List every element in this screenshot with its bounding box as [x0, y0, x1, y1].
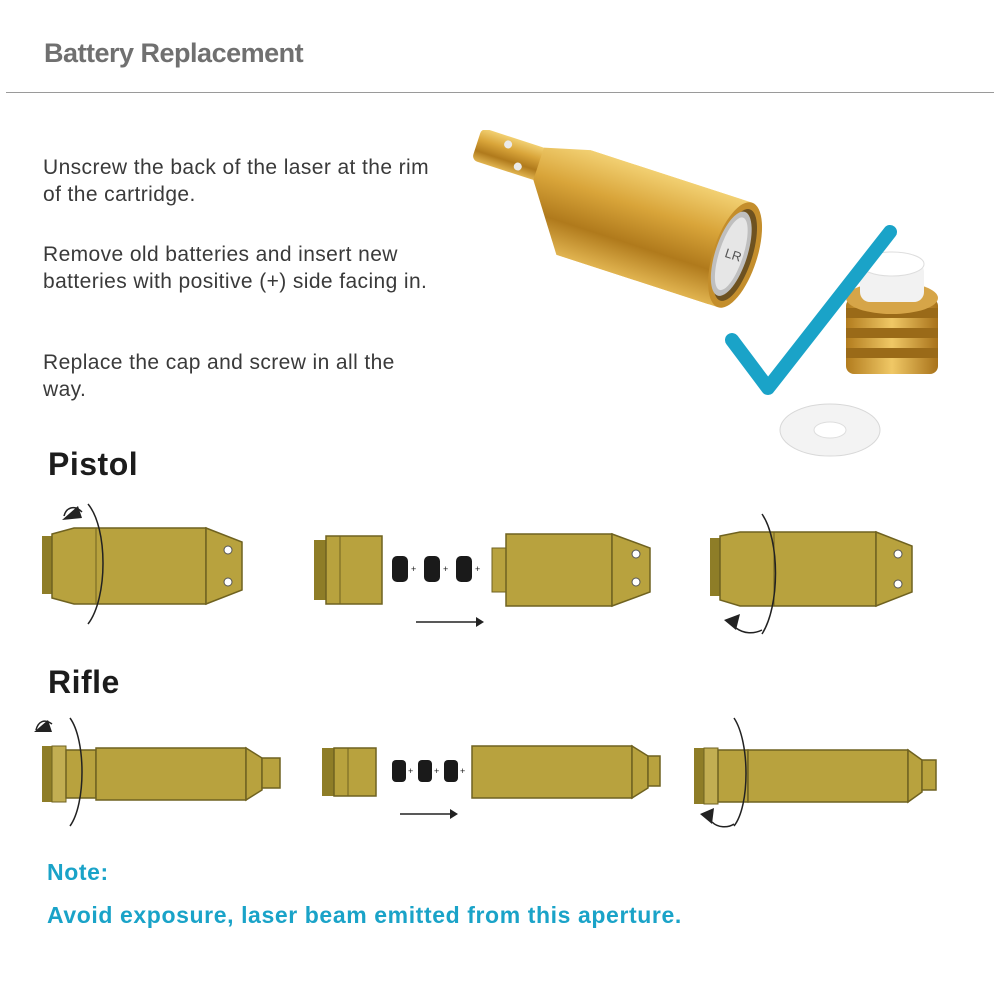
page-title: Battery Replacement — [44, 38, 304, 68]
section-title-pistol: Pistol — [48, 446, 139, 482]
battery-plus-sign: + — [411, 564, 416, 574]
rifle-step-insert: + + + — [322, 744, 661, 819]
battery-row: + + + — [392, 760, 465, 782]
instruction-step-1: Unscrew the back of the laser at the rim… — [43, 156, 429, 206]
rifle-step-unscrew — [34, 717, 281, 827]
battery-plus-sign: + — [460, 766, 465, 776]
battery-plus-sign: + — [434, 766, 439, 776]
header-divider — [6, 92, 994, 93]
battery-row: + + + — [392, 556, 480, 582]
note-text: Avoid exposure, laser beam emitted from … — [47, 902, 682, 928]
checkmark-icon — [725, 225, 897, 395]
cartridge-body: LR — [473, 130, 763, 308]
battery-plus-sign: + — [443, 564, 448, 574]
product-photo: LR — [473, 130, 938, 457]
battery-plus-sign: + — [475, 564, 480, 574]
rifle-step-screw-in — [694, 717, 937, 828]
section-title-rifle: Rifle — [48, 664, 120, 700]
washer — [779, 403, 881, 457]
cartridge-cap — [846, 251, 938, 374]
instruction-step-3: Replace the cap and screw in all the way… — [43, 351, 395, 401]
note-label: Note: — [47, 859, 109, 885]
pistol-step-unscrew — [42, 503, 243, 625]
battery-plus-sign: + — [408, 766, 413, 776]
pistol-step-screw-in — [710, 513, 913, 635]
battery-marking: LR — [723, 245, 743, 264]
instruction-step-2: Remove old batteries and insert new batt… — [43, 243, 428, 293]
pistol-step-insert: + + + — [314, 532, 651, 627]
